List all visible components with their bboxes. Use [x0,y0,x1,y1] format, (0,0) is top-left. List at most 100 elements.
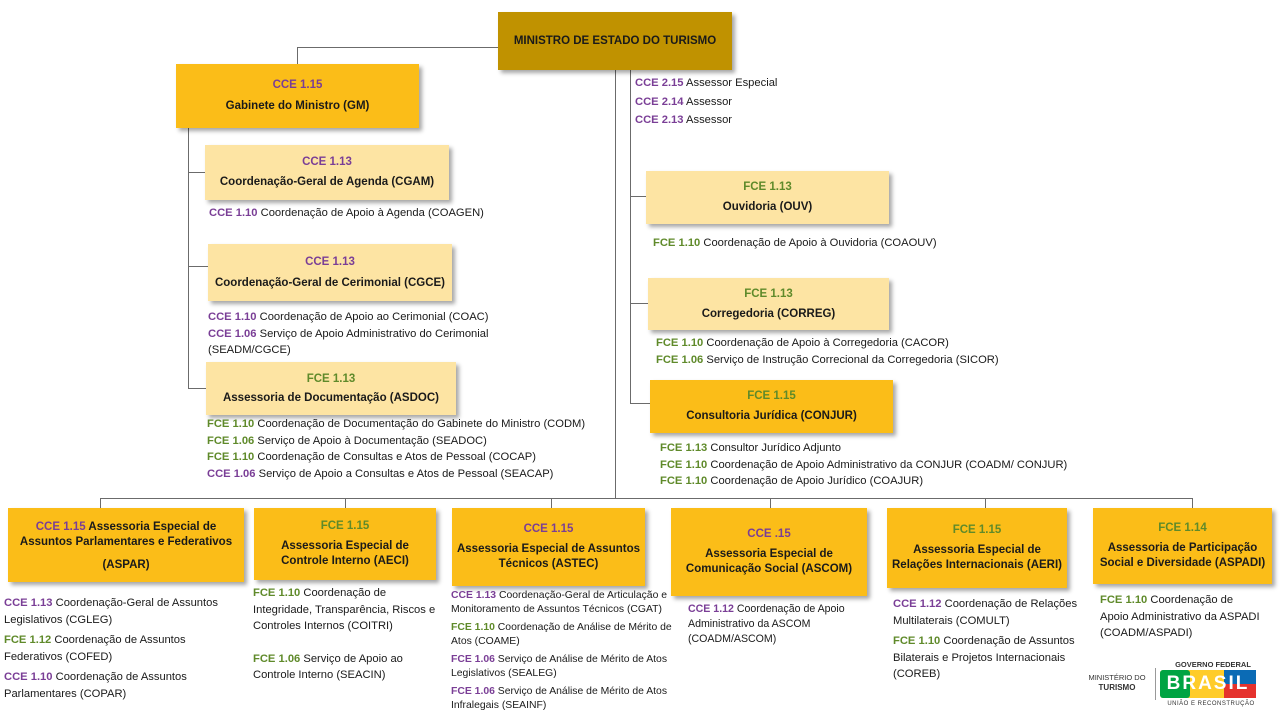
correg-box: FCE 1.13 Corregedoria (CORREG) [648,278,889,330]
aspar-code: CCE 1.15 [35,521,86,533]
aspar-name: Assessoria Especial de Assuntos Parlamen… [19,521,233,548]
aspar-box: CCE 1.15 Assessoria Especial de Assuntos… [8,508,244,582]
ouv-name: Ouvidoria (OUV) [722,201,813,213]
astec-box: CCE 1.15 Assessoria Especial de Assuntos… [452,508,645,586]
line-aspar [100,498,101,508]
line-astec [551,498,552,508]
sub-item: FCE 1.10 Coordenação de Apoio à Ouvidori… [653,237,937,249]
line-aspadi [1192,498,1193,508]
line-aeci [345,498,346,508]
ouv-subs: FCE 1.10 Coordenação de Apoio à Ouvidori… [653,235,983,252]
aeri-box: FCE 1.15 Assessoria Especial de Relações… [887,508,1067,588]
asdoc-name: Assessoria de Documentação (ASDOC) [222,391,439,404]
line-aeri [985,498,986,508]
astec-subs: CCE 1.13 Coordenação-Geral de Articulaçã… [451,589,683,713]
aeri-code: FCE 1.15 [952,524,1002,536]
sub-item: FCE 1.10 Coordenação de Consultas e Atos… [207,451,536,463]
conjur-subs: FCE 1.13 Consultor Jurídico Adjunto FCE … [660,440,1110,490]
conjur-code: FCE 1.15 [747,390,796,402]
line-cgam [188,172,205,173]
sub-item: FCE 1.06 Serviço de Apoio ao Controle In… [253,652,403,682]
line-root-down [615,70,616,498]
sub-item: FCE 1.10 Coordenação de Apoio Administra… [1100,594,1260,639]
gm-code: CCE 1.15 [272,79,323,91]
sub-item: FCE 1.12 Coordenação de Assuntos Federat… [4,634,186,663]
conjur-box: FCE 1.15 Consultoria Jurídica (CONJUR) [650,380,893,433]
gm-name: Gabinete do Ministro (GM) [225,100,370,112]
tagline: UNIÃO E RECONSTRUÇÃO [1167,701,1255,707]
astec-name: Assessoria Especial de Assuntos Técnicos… [456,543,641,570]
assessor-item: CCE 2.14 Assessor [635,95,733,108]
asdoc-subs: FCE 1.10 Coordenação de Documentação do … [207,416,587,482]
conjur-name: Consultoria Jurídica (CONJUR) [686,410,857,422]
ascom-subs: CCE 1.12 Coordenação de Apoio Administra… [688,602,858,647]
cgam-box: CCE 1.13 Coordenação-Geral de Agenda (CG… [205,145,449,200]
sub-item: FCE 1.10 Coordenação de Apoio Jurídico (… [660,475,924,487]
assessores-list: CCE 2.15 Assessor Especial CCE 2.14 Asse… [635,75,777,129]
sub-item: CCE 1.12 Coordenação de Apoio Administra… [688,603,845,645]
line-right-branch [630,70,631,403]
aspar-acr: (ASPAR) [102,559,150,571]
line-bottom-bus [100,498,1192,499]
sub-item: CCE 1.10 Coordenação de Apoio ao Cerimon… [208,311,489,323]
root-box: MINISTRO DE ESTADO DO TURISMO [498,12,732,70]
ascom-box: CCE .15 Assessoria Especial de Comunicaç… [671,508,867,596]
ouv-code: FCE 1.13 [743,181,792,193]
sub-item: CCE 1.10 Coordenação de Assuntos Parlame… [4,671,187,700]
sub-item: FCE 1.06 Serviço de Análise de Mérito de… [451,654,668,679]
sub-item: CCE 1.06 Serviço de Apoio a Consultas e … [207,467,554,480]
cgce-code: CCE 1.13 [305,255,355,268]
brasil-logo: BRASIL [1160,670,1256,698]
asdoc-box: FCE 1.13 Assessoria de Documentação (ASD… [206,362,456,415]
line-gm-branch [188,128,189,388]
aspadi-name: Assessoria de Participação Social e Dive… [1099,542,1266,569]
brasil-logo-graphic [1160,670,1256,698]
gov-federal-label: GOVERNO FEDERAL [1175,660,1251,669]
sub-item: FCE 1.10 Coordenação de Apoio à Correged… [656,337,949,349]
sub-item: FCE 1.10 Coordenação de Assuntos Bilater… [893,635,1075,680]
asdoc-code: FCE 1.13 [306,372,356,385]
line-cgce [188,266,208,267]
root-label: MINISTRO DE ESTADO DO TURISMO [513,34,717,47]
aspadi-subs: FCE 1.10 Coordenação de Apoio Administra… [1100,592,1260,642]
sub-item: FCE 1.06 Serviço de Instrução Correciona… [656,353,999,366]
cgce-box: CCE 1.13 Coordenação-Geral de Cerimonial… [208,244,452,301]
aeci-name: Assessoria Especial de Controle Interno … [281,540,409,567]
cgce-subs: CCE 1.10 Coordenação de Apoio ao Cerimon… [208,309,528,359]
assessor-item: CCE 2.13 Assessor [635,114,733,126]
aeci-subs: FCE 1.10 Coordenação de Integridade, Tra… [253,585,445,684]
aspadi-box: FCE 1.14 Assessoria de Participação Soci… [1093,508,1272,584]
astec-code: CCE 1.15 [523,523,574,535]
gov-divider [1155,668,1156,700]
sub-item: CCE 1.10 Coordenação de Apoio à Agenda (… [209,207,484,219]
sub-item: FCE 1.13 Consultor Jurídico Adjunto [660,442,841,454]
sub-item: FCE 1.10 Coordenação de Análise de Mérit… [451,622,672,647]
cgam-name: Coordenação-Geral de Agenda (CGAM) [219,176,435,188]
sub-item: FCE 1.10 Coordenação de Integridade, Tra… [253,587,436,632]
sub-item: CCE 1.13 Coordenação-Geral de Articulaçã… [451,590,668,615]
aeri-name: Assessoria Especial de Relações Internac… [892,544,1062,571]
aeci-code: FCE 1.15 [320,520,370,532]
aeci-box: FCE 1.15 Assessoria Especial de Controle… [254,508,436,580]
correg-code: FCE 1.13 [744,287,793,300]
line-root-left [297,47,499,48]
sub-item: FCE 1.06 Serviço de Análise de Mérito de… [451,686,668,711]
aspar-title: CCE 1.15 Assessoria Especial de Assuntos… [12,520,240,550]
ascom-code: CCE .15 [747,528,791,540]
sub-item: CCE 1.13 Coordenação-Geral de Assuntos L… [4,597,218,626]
sub-item: FCE 1.06 Serviço de Apoio à Documentação… [207,434,487,447]
correg-subs: FCE 1.10 Coordenação de Apoio à Correged… [656,335,1036,368]
aspadi-code: FCE 1.14 [1158,522,1207,534]
line-asdoc [188,388,206,389]
ascom-name: Assessoria Especial de Comunicação Socia… [685,548,853,575]
sub-item: CCE 1.12 Coordenação de Relações Multila… [893,598,1078,627]
sub-item: FCE 1.10 Coordenação de Apoio Administra… [660,458,1068,471]
brasil-word: BRASIL [1166,673,1250,694]
aspar-subs: CCE 1.13 Coordenação-Geral de Assuntos L… [4,595,244,702]
line-correg [630,303,648,304]
line-ouv [630,196,646,197]
sub-item: FCE 1.10 Coordenação de Documentação do … [207,418,586,430]
cgce-name: Coordenação-Geral de Cerimonial (CGCE) [214,276,446,289]
aeri-subs: CCE 1.12 Coordenação de Relações Multila… [893,596,1093,683]
ouv-box: FCE 1.13 Ouvidoria (OUV) [646,171,889,224]
